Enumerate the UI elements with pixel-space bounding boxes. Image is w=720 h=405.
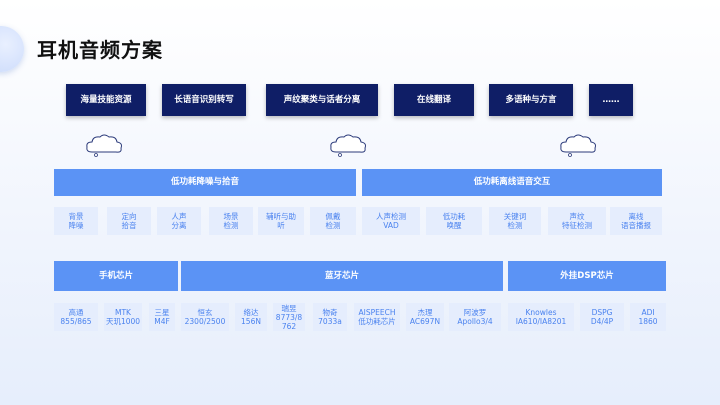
cell-offline-broadcast: 离线 语音播报	[610, 207, 662, 235]
cell-vad: 人声检测 VAD	[362, 207, 420, 235]
top-box-skills: 海量技能资源	[66, 84, 146, 116]
cell-realtek: 瑞昱 8773/8 762	[273, 303, 305, 331]
cell-qualcomm: 高通 855/865	[54, 303, 98, 331]
cell-apollo: 阿波罗 Apollo3/4	[449, 303, 501, 331]
cell-wear-detection: 佩戴 检测	[310, 207, 356, 235]
cell-mtk: MTK 天玑1000	[104, 303, 142, 331]
cell-aispeech: AISPEECH 低功耗芯片	[354, 303, 400, 331]
header-bluetooth-chips: 蓝牙芯片	[181, 261, 503, 291]
top-box-dialects: 多语种与方言	[489, 84, 573, 116]
cell-airoha: 络达 156N	[235, 303, 267, 331]
header-phone-chips: 手机芯片	[54, 261, 178, 291]
header-dsp-chips: 外挂DSP芯片	[508, 261, 666, 291]
cloud-icon	[560, 134, 596, 157]
cell-bestechnic: 恒玄 2300/2500	[181, 303, 229, 331]
top-box-more: ……	[589, 84, 633, 116]
header-noise-reduction: 低功耗降噪与拾音	[54, 169, 356, 196]
cloud-icon	[330, 134, 366, 157]
cell-knowles: Knowles IA610/IA8201	[508, 303, 574, 331]
header-offline-voice: 低功耗离线语音交互	[362, 169, 662, 196]
cell-voiceprint: 声纹 特征检测	[548, 207, 606, 235]
cell-voice-separation: 人声 分离	[157, 207, 201, 235]
cell-scene-detection: 场景 检测	[209, 207, 253, 235]
cell-keyword-detection: 关键词 检测	[489, 207, 541, 235]
cell-dspg: DSPG D4/4P	[580, 303, 624, 331]
cell-directional-pickup: 定向 拾音	[107, 207, 151, 235]
top-box-transcription: 长语音识别转写	[162, 84, 246, 116]
cell-low-power-wake: 低功耗 唤醒	[426, 207, 482, 235]
cell-hearing-aid: 辅听与助 听	[258, 207, 304, 235]
page-title: 耳机音频方案	[37, 38, 163, 62]
top-box-translation: 在线翻译	[394, 84, 474, 116]
cell-background-noise: 背景 降噪	[54, 207, 98, 235]
cell-wuqi: 物奇 7033a	[313, 303, 347, 331]
decorative-circle	[0, 26, 24, 72]
cloud-icon	[86, 134, 122, 157]
cell-adi: ADI 1860	[630, 303, 666, 331]
top-box-diarization: 声纹聚类与话者分离	[266, 84, 378, 116]
cell-samsung: 三星 M4F	[149, 303, 175, 331]
cell-jieli: 杰理 AC697N	[406, 303, 444, 331]
